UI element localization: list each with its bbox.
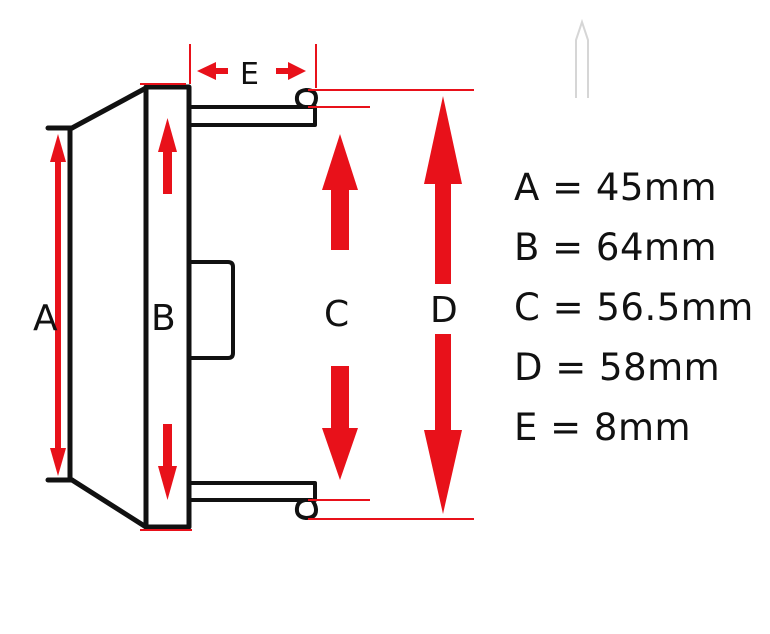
- cap-outline: [45, 84, 318, 530]
- legend-value: 56.5mm: [596, 286, 754, 329]
- dimension-b-arrows: [158, 118, 177, 500]
- faint-up-arrow-icon: [575, 18, 589, 98]
- legend-row-e: E = 8mm: [514, 406, 692, 449]
- label-e: E: [240, 57, 259, 92]
- dimension-e-arrows: [197, 62, 306, 80]
- legend-letter: A: [514, 166, 540, 209]
- dimension-d-arrows: [424, 96, 462, 514]
- center-boss: [188, 260, 235, 360]
- legend-letter: E: [514, 406, 538, 449]
- flange-body: [143, 84, 192, 530]
- label-a: A: [33, 298, 58, 339]
- dimension-arrows: [50, 44, 474, 531]
- dimension-a-arrow: [50, 134, 66, 476]
- legend-value: 58mm: [599, 346, 721, 389]
- label-d: D: [430, 290, 458, 331]
- legend-row-c: C = 56.5mm: [514, 286, 754, 329]
- legend-letter: B: [514, 226, 540, 269]
- legend-letter: D: [514, 346, 543, 389]
- legend-value: 45mm: [595, 166, 718, 209]
- legend-row-b: B = 64mm: [514, 226, 718, 269]
- legend-value: 64mm: [595, 226, 718, 269]
- dimension-c-arrows: [322, 134, 358, 480]
- legend-row-d: D = 58mm: [514, 346, 721, 389]
- label-c: C: [324, 294, 349, 335]
- bottom-clip: [188, 481, 318, 520]
- dimension-legend: A = 45mm B = 64mm C = 56.5mm D = 58mm E …: [514, 158, 764, 458]
- label-b: B: [151, 298, 176, 339]
- legend-value: 8mm: [593, 406, 692, 449]
- legend-row-a: A = 45mm: [514, 166, 718, 209]
- legend-letter: C: [514, 286, 541, 329]
- top-clip: [188, 88, 318, 127]
